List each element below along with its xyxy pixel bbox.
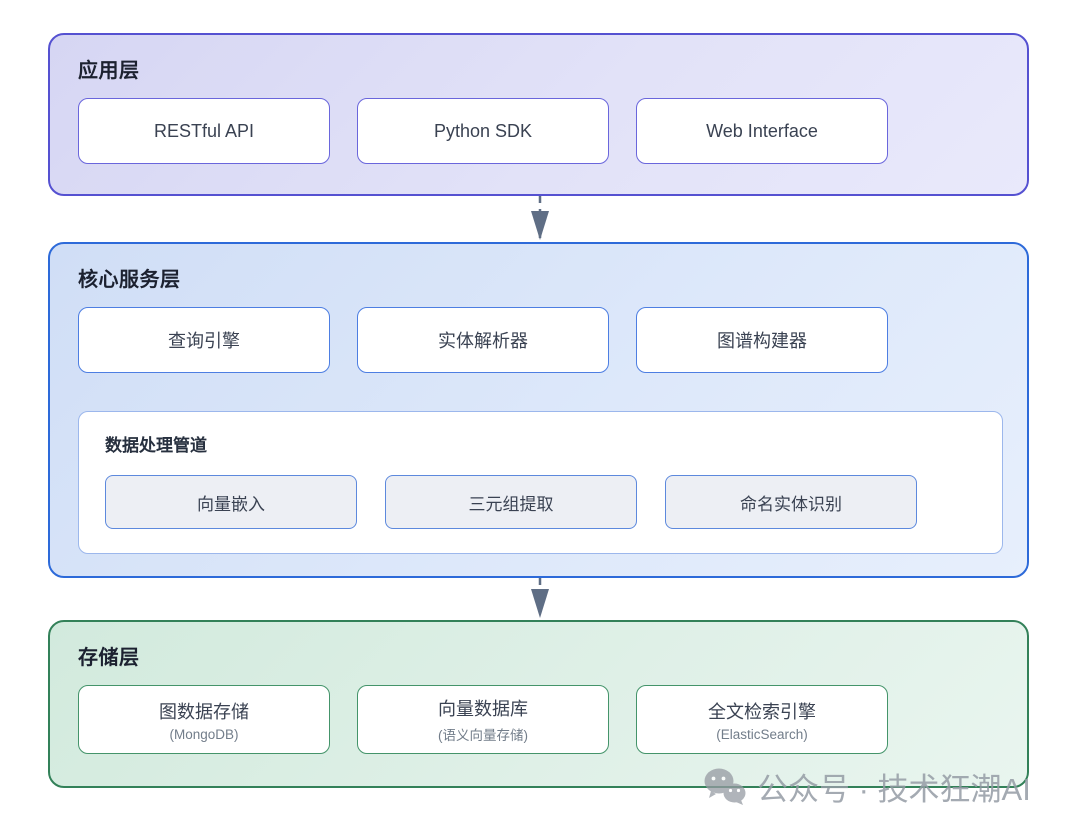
component-label: RESTful API	[153, 120, 255, 141]
component-label: Web Interface	[706, 120, 818, 141]
flow-arrow-down-2	[529, 578, 551, 620]
component-triple-extraction: 三元组提取	[385, 475, 637, 529]
component-label: 三元组提取	[468, 494, 554, 514]
component-label: 向量嵌入	[197, 494, 265, 514]
flow-arrow-down-1	[529, 196, 551, 242]
component-vector-database: 向量数据库 (语义向量存储)	[357, 685, 609, 754]
pipeline-container: 数据处理管道 向量嵌入 三元组提取 命名实体识别	[78, 411, 1003, 554]
component-python-sdk: Python SDK	[357, 98, 609, 164]
component-label: 图谱构建器	[717, 331, 807, 351]
layer-application: 应用层 RESTful API Python SDK Web Interface	[48, 33, 1029, 196]
watermark-text: 公众号 · 技术狂潮AI	[757, 772, 1031, 807]
component-label: 全文检索引擎	[708, 701, 816, 722]
component-label: Python SDK	[433, 120, 533, 141]
component-graph-builder: 图谱构建器	[636, 307, 888, 373]
component-fulltext-search-engine: 全文检索引擎 (ElasticSearch)	[636, 685, 888, 754]
component-named-entity-recognition: 命名实体识别	[665, 475, 917, 529]
application-box-row: RESTful API Python SDK Web Interface	[78, 98, 1001, 164]
layer-core-services: 核心服务层 查询引擎 实体解析器 图谱构建器 数据处理管道 向量嵌入 三元组提取	[48, 242, 1029, 578]
core-box-row: 查询引擎 实体解析器 图谱构建器	[78, 307, 1001, 373]
component-label: 向量数据库	[438, 699, 528, 719]
pipeline-title: 数据处理管道	[105, 436, 207, 455]
component-label: 查询引擎	[168, 331, 240, 351]
component-label: 实体解析器	[438, 331, 528, 351]
wechat-icon	[704, 768, 746, 805]
component-label: 命名实体识别	[740, 494, 842, 514]
component-entity-parser: 实体解析器	[357, 307, 609, 373]
layer-storage: 存储层 图数据存储 (MongoDB) 向量数据库 (语义向量存储) 全文检索引…	[48, 620, 1029, 788]
layer-core-services-title: 核心服务层	[78, 269, 181, 291]
component-sublabel: (ElasticSearch)	[716, 726, 808, 742]
component-sublabel: (MongoDB)	[169, 726, 239, 742]
component-query-engine: 查询引擎	[78, 307, 330, 373]
layer-storage-title: 存储层	[78, 647, 140, 669]
watermark: 公众号 · 技术狂潮AI	[703, 764, 1031, 809]
layer-application-title: 应用层	[78, 60, 140, 82]
component-graph-store: 图数据存储 (MongoDB)	[78, 685, 330, 754]
component-label: 图数据存储	[159, 701, 249, 722]
storage-box-row: 图数据存储 (MongoDB) 向量数据库 (语义向量存储) 全文检索引擎 (E…	[78, 685, 1001, 754]
component-sublabel: (语义向量存储)	[438, 728, 528, 743]
pipeline-box-row: 向量嵌入 三元组提取 命名实体识别	[105, 475, 976, 529]
component-web-interface: Web Interface	[636, 98, 888, 164]
component-restful-api: RESTful API	[78, 98, 330, 164]
component-vector-embedding: 向量嵌入	[105, 475, 357, 529]
